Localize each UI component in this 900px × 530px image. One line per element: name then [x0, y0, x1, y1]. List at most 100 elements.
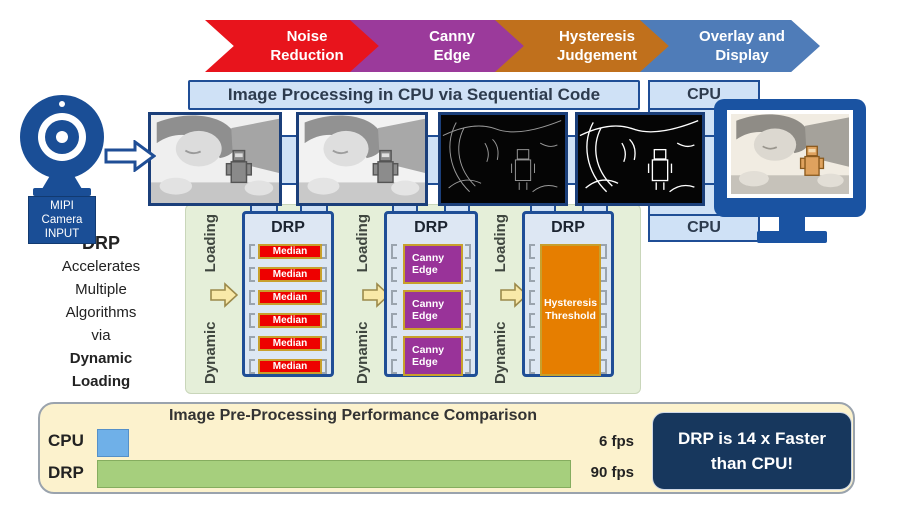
slot-bracket — [601, 267, 607, 282]
hysteresis-slot: Hysteresis Threshold — [540, 244, 601, 376]
note-line: Algorithms — [65, 304, 137, 321]
drp-box-hysteresis: DRP Hysteresis Threshold — [522, 211, 614, 377]
slot-bracket — [391, 290, 397, 305]
slot-bracket — [529, 313, 535, 328]
note-line: Accelerates — [61, 258, 141, 275]
median-slot: Median — [258, 336, 322, 351]
thumbnail-noise-reduced-image — [296, 112, 428, 206]
slot-bracket — [391, 359, 397, 374]
canny-slot: Canny Edge — [403, 290, 463, 330]
slot-bracket — [249, 359, 255, 374]
monitor-stand — [779, 217, 805, 233]
slot-bracket — [321, 267, 327, 282]
slot-bracket — [601, 336, 607, 351]
slot-bracket — [321, 244, 327, 259]
comparison-title: Image Pre-Processing Performance Compari… — [168, 407, 538, 424]
pipeline-step-hysteresis-judgement: Hysteresis Judgement — [495, 20, 675, 72]
step-label-line1: Noise — [286, 28, 328, 45]
median-slot: Median — [258, 313, 322, 328]
slot-bracket — [321, 359, 327, 374]
pipeline-step-overlay-display: Overlay and Display — [640, 20, 820, 72]
slot-bracket — [465, 290, 471, 305]
dynamic-loading-arrow-icon — [210, 282, 238, 308]
slot-bracket — [249, 313, 255, 328]
loading-word-loading: Loading — [353, 214, 371, 273]
slot-bracket — [529, 336, 535, 351]
step-label-line2: Display — [715, 47, 769, 64]
thumbnail-input-image — [148, 112, 282, 206]
dynamic-loading-arrow-icon — [362, 282, 390, 308]
note-line: Multiple — [75, 281, 127, 298]
slot-bracket — [601, 290, 607, 305]
photo-overlay-display — [731, 114, 849, 194]
step-label-line1: Hysteresis — [559, 28, 635, 45]
callout-line1: DRP is 14 x Faster — [677, 429, 827, 448]
slot-bracket — [465, 267, 471, 282]
median-slot: Median — [258, 244, 322, 259]
drp-bar — [97, 460, 571, 488]
median-slot: Median — [258, 359, 322, 374]
slot-bracket — [465, 244, 471, 259]
photo-grayscale — [299, 115, 425, 203]
webcam-base — [33, 188, 91, 196]
step-label-line1: Canny — [429, 28, 475, 45]
drp-row-label: DRP — [48, 463, 84, 482]
slot-bracket — [465, 313, 471, 328]
webcam-stand — [42, 177, 82, 189]
note-line: via — [91, 327, 111, 344]
step-label-line1: Overlay and — [699, 28, 785, 45]
cpu-row-label: CPU — [48, 431, 84, 450]
median-slot: Median — [258, 267, 322, 282]
slot-bracket — [529, 267, 535, 282]
dynamic-loading-column-3: Dynamic Loading — [478, 206, 528, 392]
drp-accelerates-note: DRP Accelerates Multiple Algorithms via … — [22, 232, 180, 393]
slot-bracket — [321, 313, 327, 328]
slot-bracket — [529, 290, 535, 305]
pipeline-step-noise-reduction: Noise Reduction — [205, 20, 385, 72]
cpu-box-bottom: CPU — [648, 214, 760, 242]
mipi-line3: INPUT — [44, 228, 80, 240]
slot-bracket — [465, 359, 471, 374]
slot-bracket — [391, 267, 397, 282]
webcam-led — [59, 101, 65, 107]
step-label-line2: Judgement — [556, 47, 637, 64]
edge-map-dim — [441, 115, 565, 203]
pipeline-step-canny-edge: Canny Edge — [350, 20, 530, 72]
mipi-camera-input-box: MIPI Camera INPUT — [28, 196, 96, 244]
slot-bracket — [321, 336, 327, 351]
cpu-fps-value: 6 fps — [598, 433, 634, 450]
slot-bracket — [249, 290, 255, 305]
slot-bracket — [249, 336, 255, 351]
median-slot: Median — [258, 290, 322, 305]
dynamic-loading-arrow-icon — [500, 282, 528, 308]
drp-fps-value: 90 fps — [590, 464, 634, 481]
edge-map-bright — [578, 115, 702, 203]
note-line: Dynamic — [69, 350, 133, 367]
dynamic-loading-column-1: Dynamic Loading — [188, 206, 238, 392]
slot-bracket — [465, 336, 471, 351]
slot-bracket — [601, 359, 607, 374]
slot-bracket — [601, 313, 607, 328]
slot-bracket — [391, 313, 397, 328]
cpu-bar — [97, 429, 129, 457]
step-label-line2: Reduction — [270, 47, 344, 64]
drp-box-median: DRP Median Median Median Median Median M… — [242, 211, 334, 377]
speedup-callout: DRP is 14 x Faster than CPU! — [652, 412, 852, 490]
slot-bracket — [249, 267, 255, 282]
loading-word-loading: Loading — [491, 214, 509, 273]
slot-bracket — [321, 290, 327, 305]
loading-word-dynamic: Dynamic — [491, 321, 509, 384]
slot-bracket — [529, 244, 535, 259]
step-label-line2: Edge — [433, 47, 471, 64]
slot-bracket — [529, 359, 535, 374]
mipi-line1: MIPI — [50, 200, 74, 212]
thumbnail-hysteresis-image — [575, 112, 705, 206]
slot-bracket — [391, 336, 397, 351]
drp-box-title: DRP — [271, 219, 305, 236]
drp-box-canny: DRP Canny Edge Canny Edge Canny Edge — [384, 211, 478, 377]
input-flow-arrow-icon — [104, 140, 156, 172]
drp-box-title: DRP — [551, 219, 585, 236]
note-line: Loading — [71, 373, 131, 390]
thumbnail-canny-edge-image — [438, 112, 568, 206]
